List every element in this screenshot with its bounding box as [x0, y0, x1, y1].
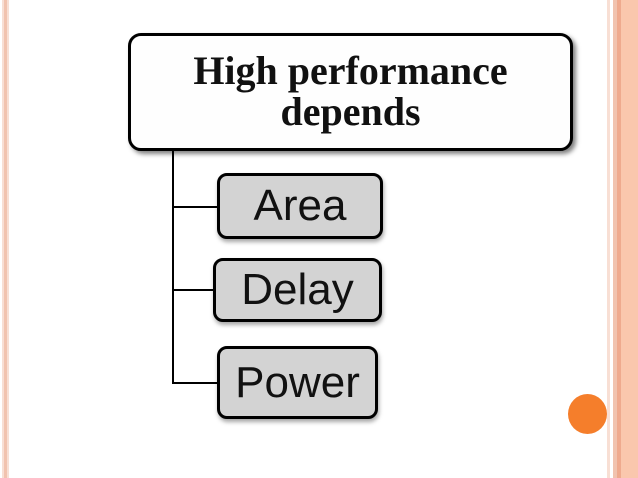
- node-power: Power: [217, 346, 378, 419]
- right-edge-stripe-dark: [617, 0, 621, 478]
- connector-branch-power: [172, 382, 218, 384]
- connector-branch-area: [172, 206, 218, 208]
- node-area: Area: [217, 173, 383, 239]
- node-delay: Delay: [213, 258, 382, 322]
- root-node-high-performance: High performance depends: [128, 33, 573, 151]
- connector-trunk: [172, 150, 174, 384]
- connector-branch-delay: [172, 289, 218, 291]
- right-edge-band: [621, 0, 638, 478]
- left-edge-stripe-outer: [2, 0, 4, 478]
- right-edge-stripe-thin: [607, 0, 610, 478]
- left-edge-stripe-inner: [7, 0, 9, 478]
- accent-circle: [568, 394, 607, 434]
- left-edge-stripe-middle: [4, 0, 7, 478]
- right-edge-stripe-medium: [613, 0, 617, 478]
- root-node-label: High performance depends: [193, 48, 508, 134]
